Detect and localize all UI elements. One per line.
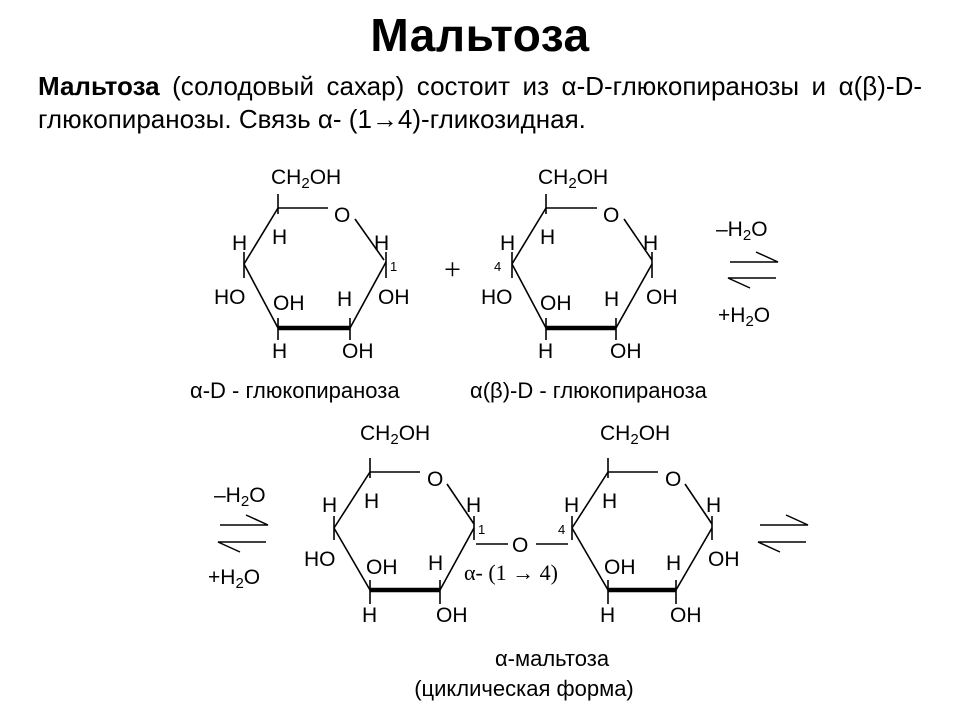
hydroxyl-oh: OH bbox=[670, 604, 702, 627]
atom-h: H bbox=[337, 288, 352, 311]
maltose-form-caption: (циклическая форма) bbox=[414, 676, 634, 701]
intro-paren-beta: (β) bbox=[853, 71, 886, 101]
ring-bond bbox=[675, 527, 713, 591]
caption-alpha-glucose: α-D - глюкопираноза bbox=[190, 378, 400, 403]
hydroxyl-oh: OH bbox=[540, 292, 572, 315]
ring-oxygen: O bbox=[334, 204, 350, 227]
hydroxyl-oh: OH bbox=[604, 556, 636, 579]
hydroxyl-oh: OH bbox=[610, 340, 642, 363]
alpha-glucose-structure: CH2OH O H H H 1 HO OH H OH H OH bbox=[214, 166, 410, 363]
water-loss-label: –H2O bbox=[716, 218, 768, 244]
carbon-number-1: 1 bbox=[390, 259, 397, 274]
atom-h: H bbox=[362, 604, 377, 627]
caption-alphabeta-glucose: α(β)-D - глюкопираноза bbox=[470, 378, 708, 403]
ring-bond bbox=[684, 483, 713, 525]
ch2oh-group: CH2OH bbox=[271, 166, 341, 192]
atom-h: H bbox=[272, 340, 287, 363]
reverse-arrow bbox=[757, 541, 806, 553]
maltose-name-caption: α-мальтоза bbox=[495, 646, 610, 671]
ring-bond bbox=[333, 471, 371, 529]
atom-h: H bbox=[604, 288, 619, 311]
ring-oxygen: O bbox=[427, 468, 443, 491]
forward-arrow bbox=[730, 251, 779, 263]
hydroxyl-oh: OH bbox=[708, 548, 740, 571]
page-title: Мальтоза bbox=[370, 9, 590, 61]
reverse-arrow bbox=[217, 541, 266, 553]
intro-alpha-3: α bbox=[317, 104, 333, 134]
atom-h: H bbox=[600, 604, 615, 627]
ch2oh-group: CH2OH bbox=[600, 422, 670, 448]
ring-bond bbox=[511, 207, 547, 265]
ring-bond bbox=[333, 527, 371, 591]
ring-bond bbox=[615, 263, 653, 329]
alphabeta-glucose-structure: CH2OH O H H H 4 HO OH H OH H OH bbox=[481, 166, 678, 363]
intro-text-a: (солодовый сахар) состоит из bbox=[159, 71, 562, 101]
plus-sign: + bbox=[444, 253, 461, 286]
ring-bond bbox=[571, 471, 609, 529]
water-loss-label: –H2O bbox=[214, 484, 266, 510]
atom-h: H bbox=[232, 232, 247, 255]
ring-bond bbox=[446, 483, 475, 525]
hydroxyl-oh: OH bbox=[378, 286, 410, 309]
atom-h: H bbox=[666, 552, 681, 575]
carbon-number-1: 1 bbox=[478, 522, 485, 537]
ring-bond bbox=[623, 218, 653, 261]
bond-type-label: α- (1 → 4) bbox=[464, 560, 558, 585]
forward-arrow bbox=[760, 514, 809, 526]
intro-alpha-2: α bbox=[838, 71, 854, 101]
ch2oh-group: CH2OH bbox=[360, 422, 430, 448]
atom-h: H bbox=[272, 226, 287, 249]
intro-text-b: -D-глюкопиранозы и bbox=[576, 71, 839, 101]
ring-bond bbox=[243, 207, 279, 265]
water-gain-label: +H2O bbox=[718, 304, 770, 330]
intro-text-d: - (1→4)-гликозидная. bbox=[332, 104, 586, 134]
atom-h: H bbox=[466, 494, 481, 517]
maltose-left-ring: CH2OH O H H H 1 HO OH H H OH bbox=[304, 422, 485, 627]
bridge-oxygen: O bbox=[512, 534, 528, 557]
atom-h: H bbox=[643, 232, 658, 255]
atom-h: H bbox=[374, 232, 389, 255]
ch2oh-group: CH2OH bbox=[538, 166, 608, 192]
intro-term: Мальтоза bbox=[38, 71, 160, 101]
ring-bond bbox=[571, 527, 609, 591]
intro-paragraph: Мальтоза (солодовый сахар) состоит из α-… bbox=[38, 70, 922, 136]
intro-alpha-1: α bbox=[561, 71, 577, 101]
atom-h: H bbox=[602, 490, 617, 513]
carbon-number-4: 4 bbox=[494, 259, 501, 274]
atom-h: H bbox=[540, 226, 555, 249]
equilibrium-bottom-right bbox=[757, 514, 809, 553]
atom-h: H bbox=[322, 494, 337, 517]
reverse-arrow bbox=[727, 277, 776, 289]
intro-text-c: -D-глюкопиранозы. Связь bbox=[38, 71, 922, 134]
hydroxyl-oh: OH bbox=[646, 286, 678, 309]
ring-bond bbox=[511, 263, 547, 329]
hydroxyl-ho: HO bbox=[304, 548, 336, 571]
hydroxyl-oh: OH bbox=[342, 340, 374, 363]
maltose-right-ring: CH2OH O H H H 4 OH H OH H OH bbox=[558, 422, 740, 627]
equilibrium-bottom-left: –H2O +H2O bbox=[208, 484, 269, 592]
ring-oxygen: O bbox=[665, 468, 681, 491]
ring-bond bbox=[243, 263, 279, 329]
hydroxyl-oh: OH bbox=[366, 556, 398, 579]
hydroxyl-oh: OH bbox=[436, 604, 468, 627]
atom-h: H bbox=[500, 232, 515, 255]
carbon-number-4: 4 bbox=[558, 522, 565, 537]
ring-bond bbox=[439, 527, 475, 591]
atom-h: H bbox=[364, 490, 379, 513]
hydroxyl-oh: OH bbox=[273, 292, 305, 315]
atom-h: H bbox=[428, 552, 443, 575]
forward-arrow bbox=[220, 514, 269, 526]
atom-h: H bbox=[564, 494, 579, 517]
ring-bond bbox=[349, 261, 387, 329]
water-gain-label: +H2O bbox=[208, 566, 260, 592]
equilibrium-top: –H2O +H2O bbox=[716, 218, 779, 330]
atom-h: H bbox=[538, 340, 553, 363]
hydroxyl-ho: HO bbox=[214, 286, 246, 309]
hydroxyl-ho: HO bbox=[481, 286, 513, 309]
ring-oxygen: O bbox=[603, 204, 619, 227]
atom-h: H bbox=[706, 494, 721, 517]
glycosidic-bridge: O α- (1 → 4) bbox=[464, 534, 568, 585]
ring-bond bbox=[354, 218, 385, 261]
